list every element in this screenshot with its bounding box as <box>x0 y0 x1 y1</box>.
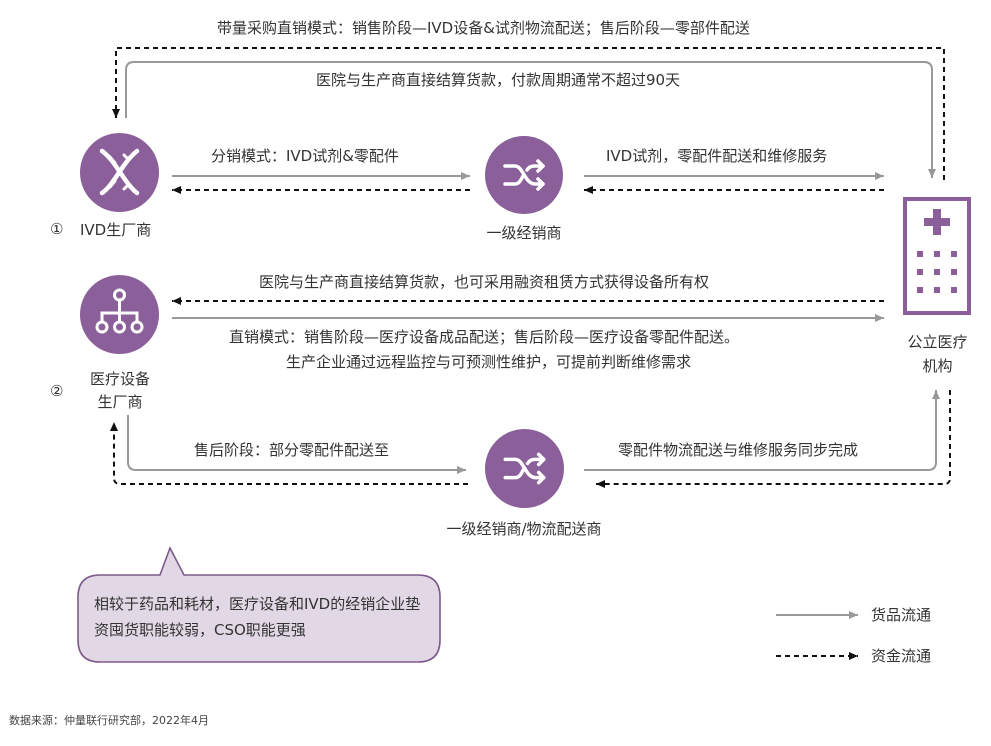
shuffle-icon <box>485 136 563 214</box>
hospital-label-line1: 公立医疗 <box>907 333 968 351</box>
distributor2-label: 一级经销商/物流配送商 <box>446 520 602 538</box>
aftersales-label: 售后阶段：部分零配件配送至 <box>194 441 390 459</box>
parts-goods-flow <box>584 390 940 471</box>
shuffle-icon <box>485 429 564 508</box>
legend-goods-label: 货品流通 <box>871 606 932 624</box>
device-manufacturer-label-line1: 医疗设备 <box>89 370 150 388</box>
top-dashed-flow <box>112 47 945 180</box>
callout-text: 相较于药品和耗材，医疗设备和IVD的经销企业垫资囤货职能较弱，CSO职能更强 <box>94 595 421 639</box>
network-icon <box>80 275 159 354</box>
parts-logistics-label: 零配件物流配送与维修服务同步完成 <box>618 441 859 459</box>
aftersales-goods-flow <box>127 415 466 474</box>
device-manufacturer-label-line2: 生厂商 <box>97 393 143 411</box>
ivd-number: ① <box>50 220 64 238</box>
ivd-manufacturer-label: IVD生厂商 <box>80 221 152 239</box>
hospital-label-line2: 机构 <box>922 357 953 375</box>
distributor1-label: 一级经销商 <box>486 224 562 242</box>
direct-mode-label-line1: 直销模式：销售阶段—医疗设备成品配送；售后阶段—医疗设备零配件配送。 <box>229 328 740 346</box>
device-number: ② <box>50 382 64 400</box>
hospital-building-icon <box>903 197 971 315</box>
source-note: 数据来源：仲量联行研究部，2022年4月 <box>9 714 209 727</box>
dna-icon <box>80 133 159 212</box>
legend-funds-label: 资金流通 <box>871 647 932 665</box>
distributor-to-hospital-label: IVD试剂，零配件配送和维修服务 <box>606 147 828 165</box>
top-dashed-label: 带量采购直销模式：销售阶段—IVD设备&试剂物流配送；售后阶段—零部件配送 <box>217 19 750 37</box>
top-solid-flow <box>125 61 936 178</box>
aftersales-funds-flow <box>110 422 468 485</box>
parts-funds-flow <box>596 390 951 488</box>
distribution-mode-label: 分销模式：IVD试剂&零配件 <box>211 147 399 165</box>
hospital-payment-label: 医院与生产商直接结算货款，也可采用融资租赁方式获得设备所有权 <box>259 273 710 291</box>
direct-mode-label-line2: 生产企业通过远程监控与可预测性维护，可提前判断维修需求 <box>286 353 692 371</box>
top-solid-label: 医院与生产商直接结算货款，付款周期通常不超过90天 <box>316 71 681 89</box>
callout-bubble <box>77 546 441 663</box>
